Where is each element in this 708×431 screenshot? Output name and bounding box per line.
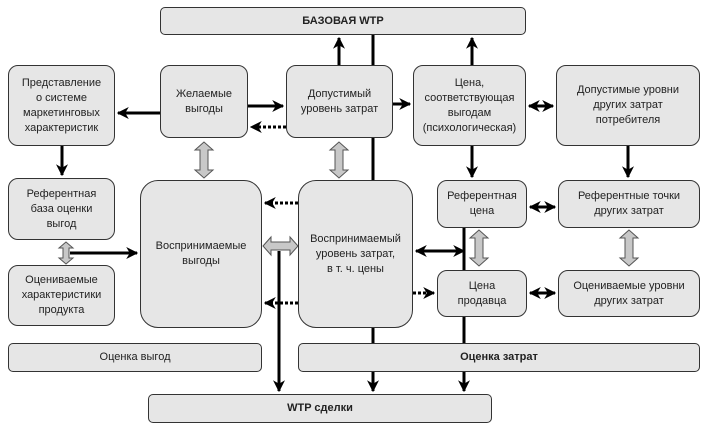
double-arrow-refother-othereval <box>618 229 640 267</box>
reference-price-label: Референтная цена <box>447 190 517 217</box>
deal-wtp-box: WTP сделки <box>148 394 492 423</box>
reference-other-box: Референтные точки других затрат <box>558 180 700 228</box>
double-arrow-refbase-features <box>57 241 75 265</box>
perceived-cost-box: Воспринимаемый уровень затрат, в т. ч. ц… <box>298 180 413 328</box>
double-arrow-refprice-seller <box>468 229 490 267</box>
double-arrow-acceptable-perceived <box>328 141 350 179</box>
double-arrow-desired-perceived <box>193 141 215 179</box>
other-costs-eval-label: Оцениваемые уровни других затрат <box>573 279 685 307</box>
other-costs-acceptable-label: Допустимые уровни других затрат потребит… <box>576 84 680 126</box>
benefit-price-label: Цена, соответствующая выгодам (психологи… <box>422 76 517 134</box>
perceived-benefits-label: Воспринимаемые выгоды <box>155 240 247 267</box>
seller-price-box: Цена продавца <box>437 270 527 317</box>
reference-other-label: Референтные точки других затрат <box>577 190 681 217</box>
cost-eval-label: Оценка затрат <box>460 351 538 363</box>
other-costs-eval-box: Оцениваемые уровни других затрат <box>558 270 700 317</box>
desired-benefits-label: Желаемые выгоды <box>175 87 232 115</box>
cost-eval-box: Оценка затрат <box>298 343 700 372</box>
deal-wtp-label: WTP сделки <box>287 402 353 414</box>
perceived-benefits-box: Воспринимаемые выгоды <box>140 180 262 328</box>
benefit-eval-label: Оценка выгод <box>99 351 171 363</box>
marketing-view-box: Представление о системе маркетинговых ха… <box>8 65 115 146</box>
base-wtp-box: БАЗОВАЯ WTP <box>160 7 526 35</box>
benefit-price-box: Цена, соответствующая выгодам (психологи… <box>413 65 526 146</box>
acceptable-cost-label: Допустимый уровень затрат <box>300 87 379 115</box>
seller-price-label: Цена продавца <box>457 279 507 307</box>
benefit-eval-box: Оценка выгод <box>8 343 262 372</box>
perceived-cost-label: Воспринимаемый уровень затрат, в т. ч. ц… <box>310 232 401 275</box>
reference-price-box: Референтная цена <box>437 180 527 228</box>
desired-benefits-box: Желаемые выгоды <box>160 65 248 138</box>
reference-base-label: Референтная база оценки выгод <box>26 187 97 230</box>
product-features-box: Оцениваемые характеристики продукта <box>8 265 115 326</box>
acceptable-cost-box: Допустимый уровень затрат <box>286 65 393 138</box>
other-costs-acceptable-box: Допустимые уровни других затрат потребит… <box>556 65 700 146</box>
product-features-label: Оцениваемые характеристики продукта <box>21 274 102 316</box>
base-wtp-label: БАЗОВАЯ WTP <box>302 14 384 27</box>
double-arrow-benefits-costs <box>262 235 299 257</box>
reference-base-box: Референтная база оценки выгод <box>8 178 115 240</box>
marketing-view-label: Представление о системе маркетинговых ха… <box>21 76 102 134</box>
